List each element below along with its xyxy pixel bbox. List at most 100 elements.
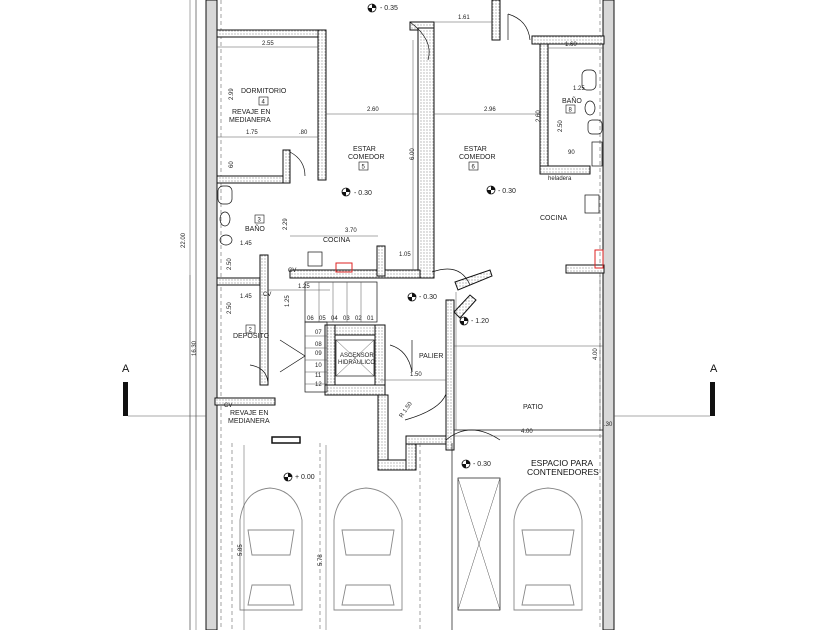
level-markers: - 0.35 - 0.30 - 0.30 - 0.30 - 1.20 + 0.0… bbox=[283, 3, 516, 482]
fixtures bbox=[217, 69, 604, 273]
dim-2-60b: 2.60 bbox=[536, 110, 542, 122]
room-cocina2: COCINA bbox=[540, 215, 568, 222]
car-2 bbox=[333, 487, 403, 611]
level-patio: - 1.20 bbox=[471, 318, 489, 325]
dim-2-55: 2.55 bbox=[262, 41, 274, 47]
room-estar6-line1: ESTAR bbox=[464, 146, 487, 153]
contenedores-line1: ESPACIO PARA bbox=[531, 458, 593, 468]
section-label-left: A bbox=[122, 363, 130, 375]
room-deposito: DEPOSITO bbox=[233, 333, 270, 340]
dim-2-96: 2.96 bbox=[484, 107, 496, 113]
dim-2-50c: 2.50 bbox=[227, 302, 233, 314]
dim-2-50b: 2.50 bbox=[227, 258, 233, 270]
stair-09: 09 bbox=[315, 351, 322, 357]
dim-1-25a: 1.25 bbox=[573, 86, 585, 92]
dim-5-78: 5.78 bbox=[318, 554, 324, 566]
stair-03: 03 bbox=[343, 316, 350, 322]
stair-numbers: 06 05 04 03 02 01 07 08 09 10 11 12 bbox=[307, 316, 374, 388]
room-palier: PALIER bbox=[419, 353, 443, 360]
dim-5-85: 5.85 bbox=[238, 544, 244, 556]
room-dormitorio: DORMITORIO bbox=[241, 88, 287, 95]
room-bano8-num: 8 bbox=[569, 108, 573, 114]
stair-12: 12 bbox=[315, 382, 322, 388]
section-marker-right: A bbox=[614, 363, 718, 417]
dim-1-60: 1.60 bbox=[565, 42, 577, 48]
dim-1-25c: 1.25 bbox=[285, 295, 291, 307]
dim-22-00: 22.00 bbox=[181, 232, 187, 248]
stair-10: 10 bbox=[315, 363, 322, 369]
room-estar6-line2: COMEDOR bbox=[459, 154, 496, 161]
room-cocina1: COCINA bbox=[323, 237, 351, 244]
dim-radius: R 1.50 bbox=[399, 401, 414, 419]
dim-1-45a: 1.45 bbox=[240, 241, 252, 247]
dim-2-50a: 2.50 bbox=[558, 120, 564, 132]
cv-labels: CV CV CV bbox=[224, 268, 296, 409]
revaje-bottom-line2: MEDIANERA bbox=[228, 418, 270, 425]
revaje-top-line2: MEDIANERA bbox=[229, 117, 271, 124]
room-estar5-line2: COMEDOR bbox=[348, 154, 385, 161]
revaje-top-line1: REVAJE EN bbox=[232, 109, 270, 116]
dim-1-75: 1.75 bbox=[246, 130, 258, 136]
level-top: - 0.35 bbox=[380, 5, 398, 12]
contenedores-line2: CONTENEDORES bbox=[527, 467, 599, 477]
room-dormitorio-num: 4 bbox=[262, 100, 266, 106]
cv-label-3: CV bbox=[224, 403, 232, 409]
stair-07: 07 bbox=[315, 330, 322, 336]
car-1 bbox=[239, 487, 303, 611]
staircase bbox=[279, 281, 378, 393]
interior-walls bbox=[214, 0, 605, 471]
heladera-label: heladera bbox=[548, 176, 572, 182]
room-estar6-num: 6 bbox=[472, 165, 476, 171]
stair-04: 04 bbox=[331, 316, 338, 322]
dim-90: 90 bbox=[568, 150, 575, 156]
dim-2-29: 2.29 bbox=[283, 218, 289, 230]
room-deposito-num: 2 bbox=[249, 328, 253, 334]
room-bano8: BAÑO bbox=[562, 96, 582, 105]
doors bbox=[249, 13, 531, 441]
dim-60: 60 bbox=[229, 161, 235, 168]
section-marker-left: A bbox=[122, 363, 206, 417]
ascensor-line1: ASCENSOR bbox=[340, 353, 374, 359]
ascensor-line2: HIDRAULICO bbox=[338, 360, 375, 366]
room-bano3: BAÑO bbox=[245, 224, 265, 233]
stair-11: 11 bbox=[315, 373, 322, 379]
cars bbox=[231, 443, 583, 630]
revaje-bottom-line1: REVAJE EN bbox=[230, 410, 268, 417]
level-estar5: - 0.30 bbox=[354, 190, 372, 197]
room-estar5-line1: ESTAR bbox=[353, 146, 376, 153]
dim-1-25b: 1.25 bbox=[298, 284, 310, 290]
dim-4-00a: 4.00 bbox=[593, 348, 599, 360]
car-3 bbox=[513, 487, 583, 611]
dim-3-70: 3.70 bbox=[345, 228, 357, 234]
dim-6-00: 6.00 bbox=[410, 148, 416, 160]
stair-08: 08 bbox=[315, 342, 322, 348]
level-garage: + 0.00 bbox=[295, 474, 315, 481]
section-label-right: A bbox=[710, 363, 718, 375]
dim-1-61: 1.61 bbox=[458, 15, 470, 21]
dim-4-00b: 4.00 bbox=[521, 429, 533, 435]
dim-1-45b: 1.45 bbox=[240, 294, 252, 300]
level-contenedores: - 0.30 bbox=[473, 461, 491, 468]
dim-2-60a: 2.60 bbox=[367, 107, 379, 113]
patio-area bbox=[454, 292, 603, 431]
stair-01: 01 bbox=[367, 316, 374, 322]
room-labels: DORMITORIO 4 REVAJE EN MEDIANERA ESTAR C… bbox=[228, 88, 599, 477]
dim-80: .80 bbox=[299, 130, 308, 136]
dim-1-50: 1.50 bbox=[410, 372, 422, 378]
stair-06: 06 bbox=[307, 316, 314, 322]
stair-05: 05 bbox=[319, 316, 326, 322]
room-bano3-num: 3 bbox=[258, 218, 262, 224]
room-estar5-num: 5 bbox=[362, 165, 366, 171]
dim-16-30: 16.30 bbox=[192, 340, 198, 356]
dim-2-99: 2.99 bbox=[229, 88, 235, 100]
dim-30: .30 bbox=[604, 422, 613, 428]
room-patio: PATIO bbox=[523, 404, 544, 411]
level-palier: - 0.30 bbox=[419, 294, 437, 301]
cv-label-1: CV bbox=[288, 268, 296, 274]
dimension-lines bbox=[189, 0, 604, 630]
stair-02: 02 bbox=[355, 316, 362, 322]
dim-1-05: 1.05 bbox=[399, 252, 411, 258]
cv-label-2: CV bbox=[263, 292, 271, 298]
level-estar6: - 0.30 bbox=[498, 188, 516, 195]
